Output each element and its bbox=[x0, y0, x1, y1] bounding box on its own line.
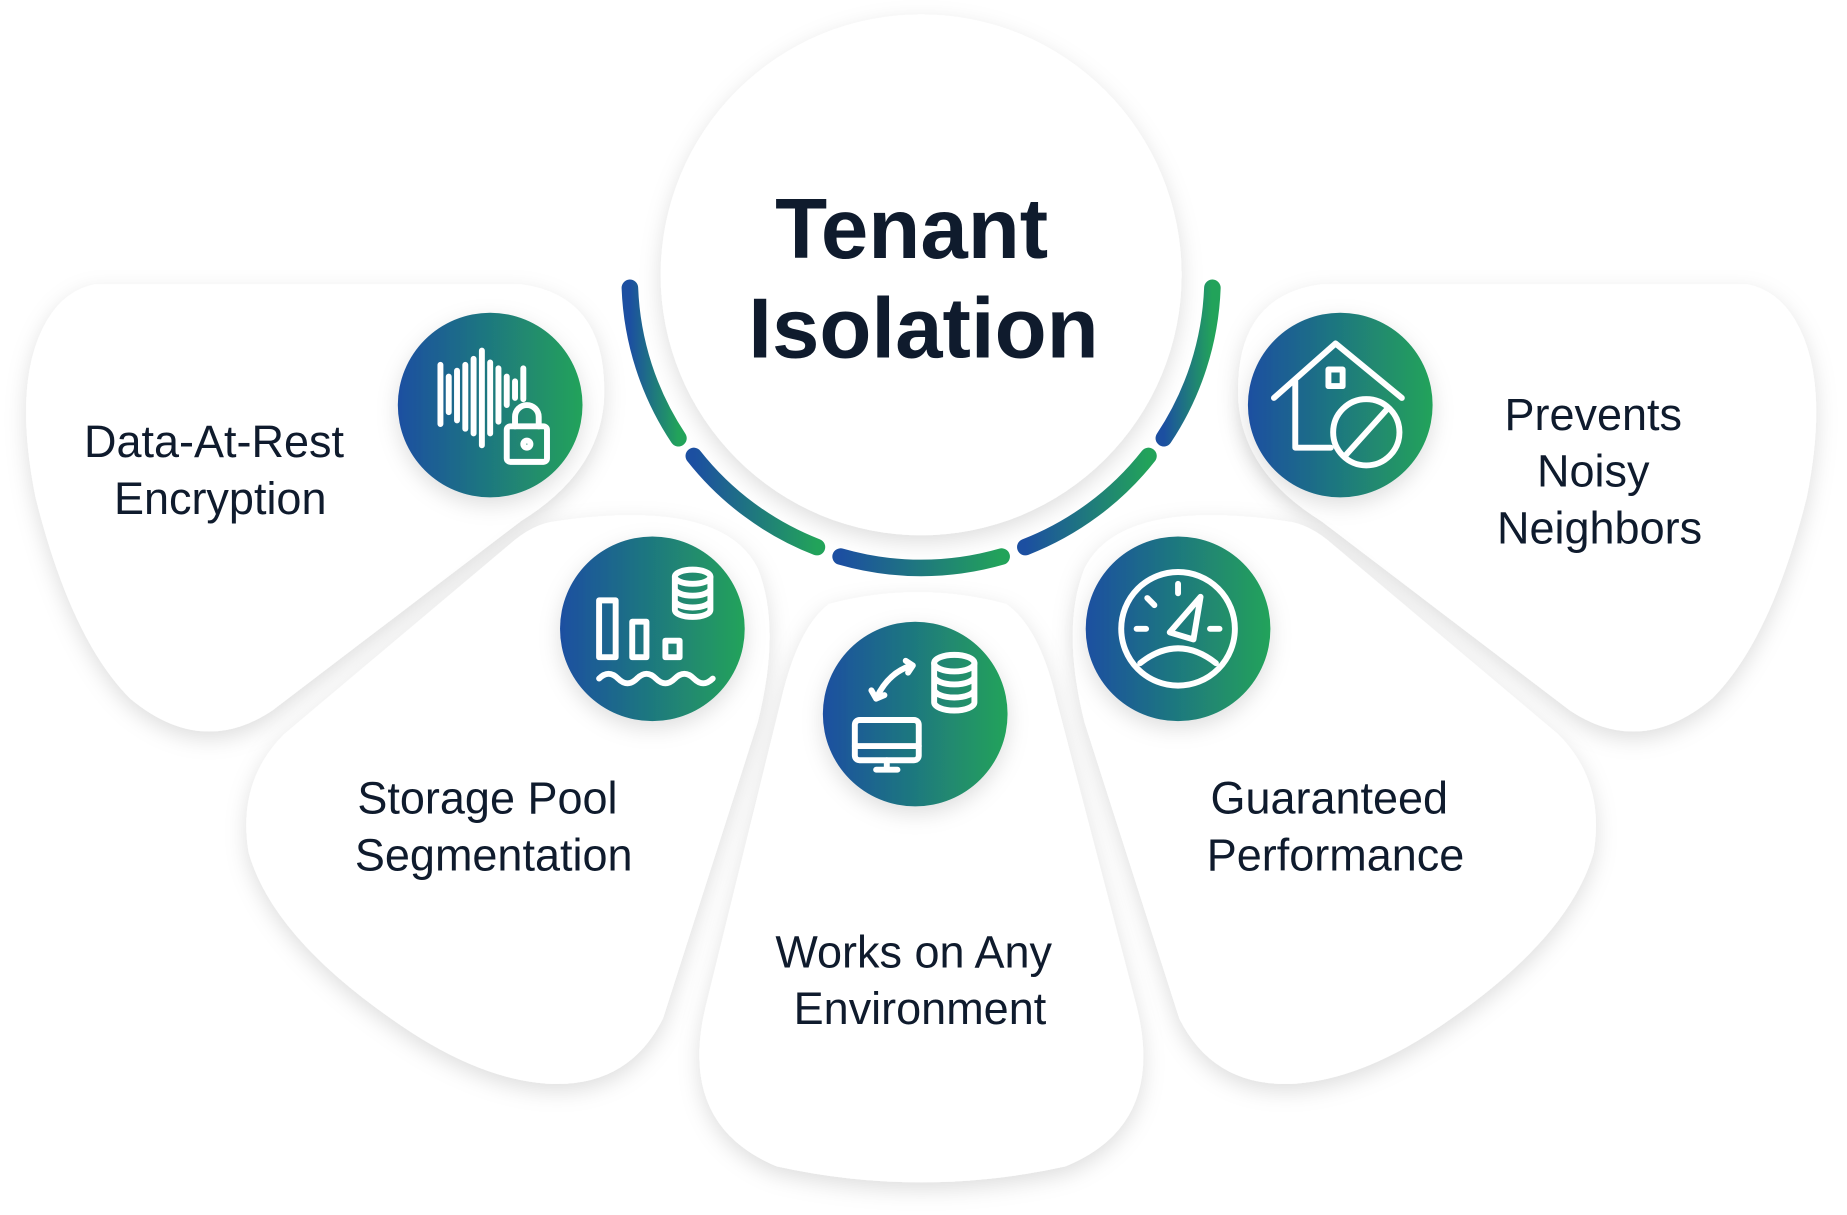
bar-chart-database-icon bbox=[560, 536, 745, 722]
center-ring-arcs bbox=[621, 279, 1221, 577]
monitor-database-sync-icon bbox=[822, 621, 1008, 807]
feature-label-environment: Works on Any Environment bbox=[775, 926, 1064, 1034]
petal-environment bbox=[699, 592, 1144, 1183]
speedometer-icon bbox=[1085, 536, 1271, 722]
feature-label-encryption: Data-At-Rest Encryption bbox=[84, 416, 356, 524]
sound-wave-lock-icon bbox=[397, 312, 583, 498]
house-blocked-icon bbox=[1247, 312, 1433, 498]
feature-label-storage: Storage Pool Segmentation bbox=[355, 773, 633, 881]
center-circle bbox=[660, 14, 1182, 536]
feature-label-noisy-neighbors: Prevents Noisy Neighbors bbox=[1497, 389, 1702, 554]
diagram-title: Tenant Isolation bbox=[748, 182, 1098, 376]
feature-label-performance: Guaranteed Performance bbox=[1207, 773, 1465, 881]
